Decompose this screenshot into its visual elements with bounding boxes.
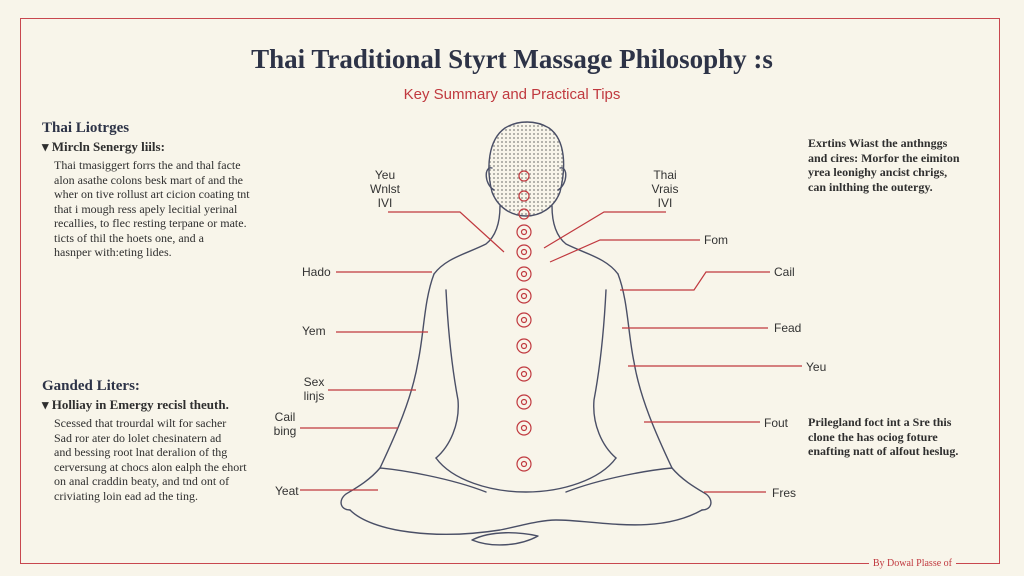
label-fout: Fout <box>764 416 789 430</box>
callout-leader-line <box>388 211 505 253</box>
spine-energy-point-core <box>520 460 528 468</box>
spine-energy-point <box>516 266 532 282</box>
spine-energy-point <box>516 420 532 436</box>
label-fom: Fom <box>704 233 728 247</box>
left-top-heading: Thai Liotrges <box>42 120 130 136</box>
figure-left-arm <box>340 273 435 511</box>
label-hado: Hado <box>302 265 331 279</box>
label-yem: Yem <box>302 324 326 338</box>
spine-energy-point <box>516 394 532 410</box>
spine-energy-point-core <box>520 270 528 278</box>
spine-energy-point-core <box>520 292 528 300</box>
page-title: Thai Traditional Styrt Massage Philosoph… <box>251 44 773 74</box>
label-yeu: Yeu <box>806 360 827 374</box>
figure-hips <box>435 457 617 493</box>
figure-right-neck-shoulder <box>551 205 619 275</box>
figure-left-ear <box>485 167 495 191</box>
spine-energy-point <box>516 288 532 304</box>
figure-left-leg-top <box>379 467 487 493</box>
left-top-subheading: ▾ Mircln Senergy liils: <box>42 139 165 154</box>
left-top-body: Thai tmasiggert forrs the and thal facte… <box>54 158 250 259</box>
callout-lines <box>300 211 802 493</box>
figure-right-torso-side <box>593 289 617 459</box>
spine-energy-point <box>516 366 532 382</box>
spine-energy-point-core <box>520 424 528 432</box>
spine-energy-point <box>518 190 530 202</box>
spine-energy-point <box>518 170 530 182</box>
figure-right-ear <box>557 167 567 191</box>
spine-energy-point <box>516 312 532 328</box>
left-top-section: Thai Liotrges ▾ Mircln Senergy liils: Th… <box>42 120 292 260</box>
figure-legs <box>349 509 703 535</box>
spine-energy-point-core <box>520 398 528 406</box>
spine-energy-point <box>516 338 532 354</box>
label-cail: Cail <box>774 265 795 279</box>
left-bottom-body: Scessed that trourdal wilt for sacher Sa… <box>54 416 247 503</box>
left-bottom-heading: Ganded Liters: <box>42 378 140 394</box>
right-bottom-note: Prilegland foct int a Sre this clone the… <box>808 415 959 458</box>
spine-energy-point <box>516 456 532 472</box>
page-frame <box>20 18 1000 564</box>
label-yeat: Yeat <box>275 484 299 498</box>
spine-energy-point <box>518 208 530 220</box>
credit-line: By Dowal Plasse of <box>868 558 956 569</box>
callout-leader-line <box>549 239 700 263</box>
left-bottom-section: Ganded Liters: ▾ Holliay in Emergy recis… <box>42 378 292 503</box>
right-top-note: Exrtins Wiast the anthnggs and cires: Mo… <box>808 136 960 194</box>
page-subtitle: Key Summary and Practical Tips <box>403 86 621 103</box>
figure-right-leg-top <box>565 467 673 493</box>
figure-right-arm <box>617 273 712 511</box>
callout-leader-line <box>543 211 666 249</box>
spine-points <box>516 170 532 472</box>
callout-leader-line <box>620 271 770 291</box>
spine-energy-point-core <box>520 248 528 256</box>
label-fres: Fres <box>772 486 796 500</box>
spine-energy-point-core <box>520 228 528 236</box>
label-fead: Fead <box>774 321 802 335</box>
figure-left-torso-side <box>435 289 459 459</box>
figure-head <box>488 121 565 217</box>
figure-foot <box>471 532 539 546</box>
spine-energy-point-core <box>520 316 528 324</box>
spine-energy-point <box>516 244 532 260</box>
figure-left-neck-shoulder <box>433 205 501 275</box>
spine-energy-point-core <box>520 370 528 378</box>
spine-energy-point-core <box>520 342 528 350</box>
spine-energy-point <box>516 224 532 240</box>
left-bottom-subheading: ▾ Holliay in Emergy recisl theuth. <box>42 397 229 412</box>
